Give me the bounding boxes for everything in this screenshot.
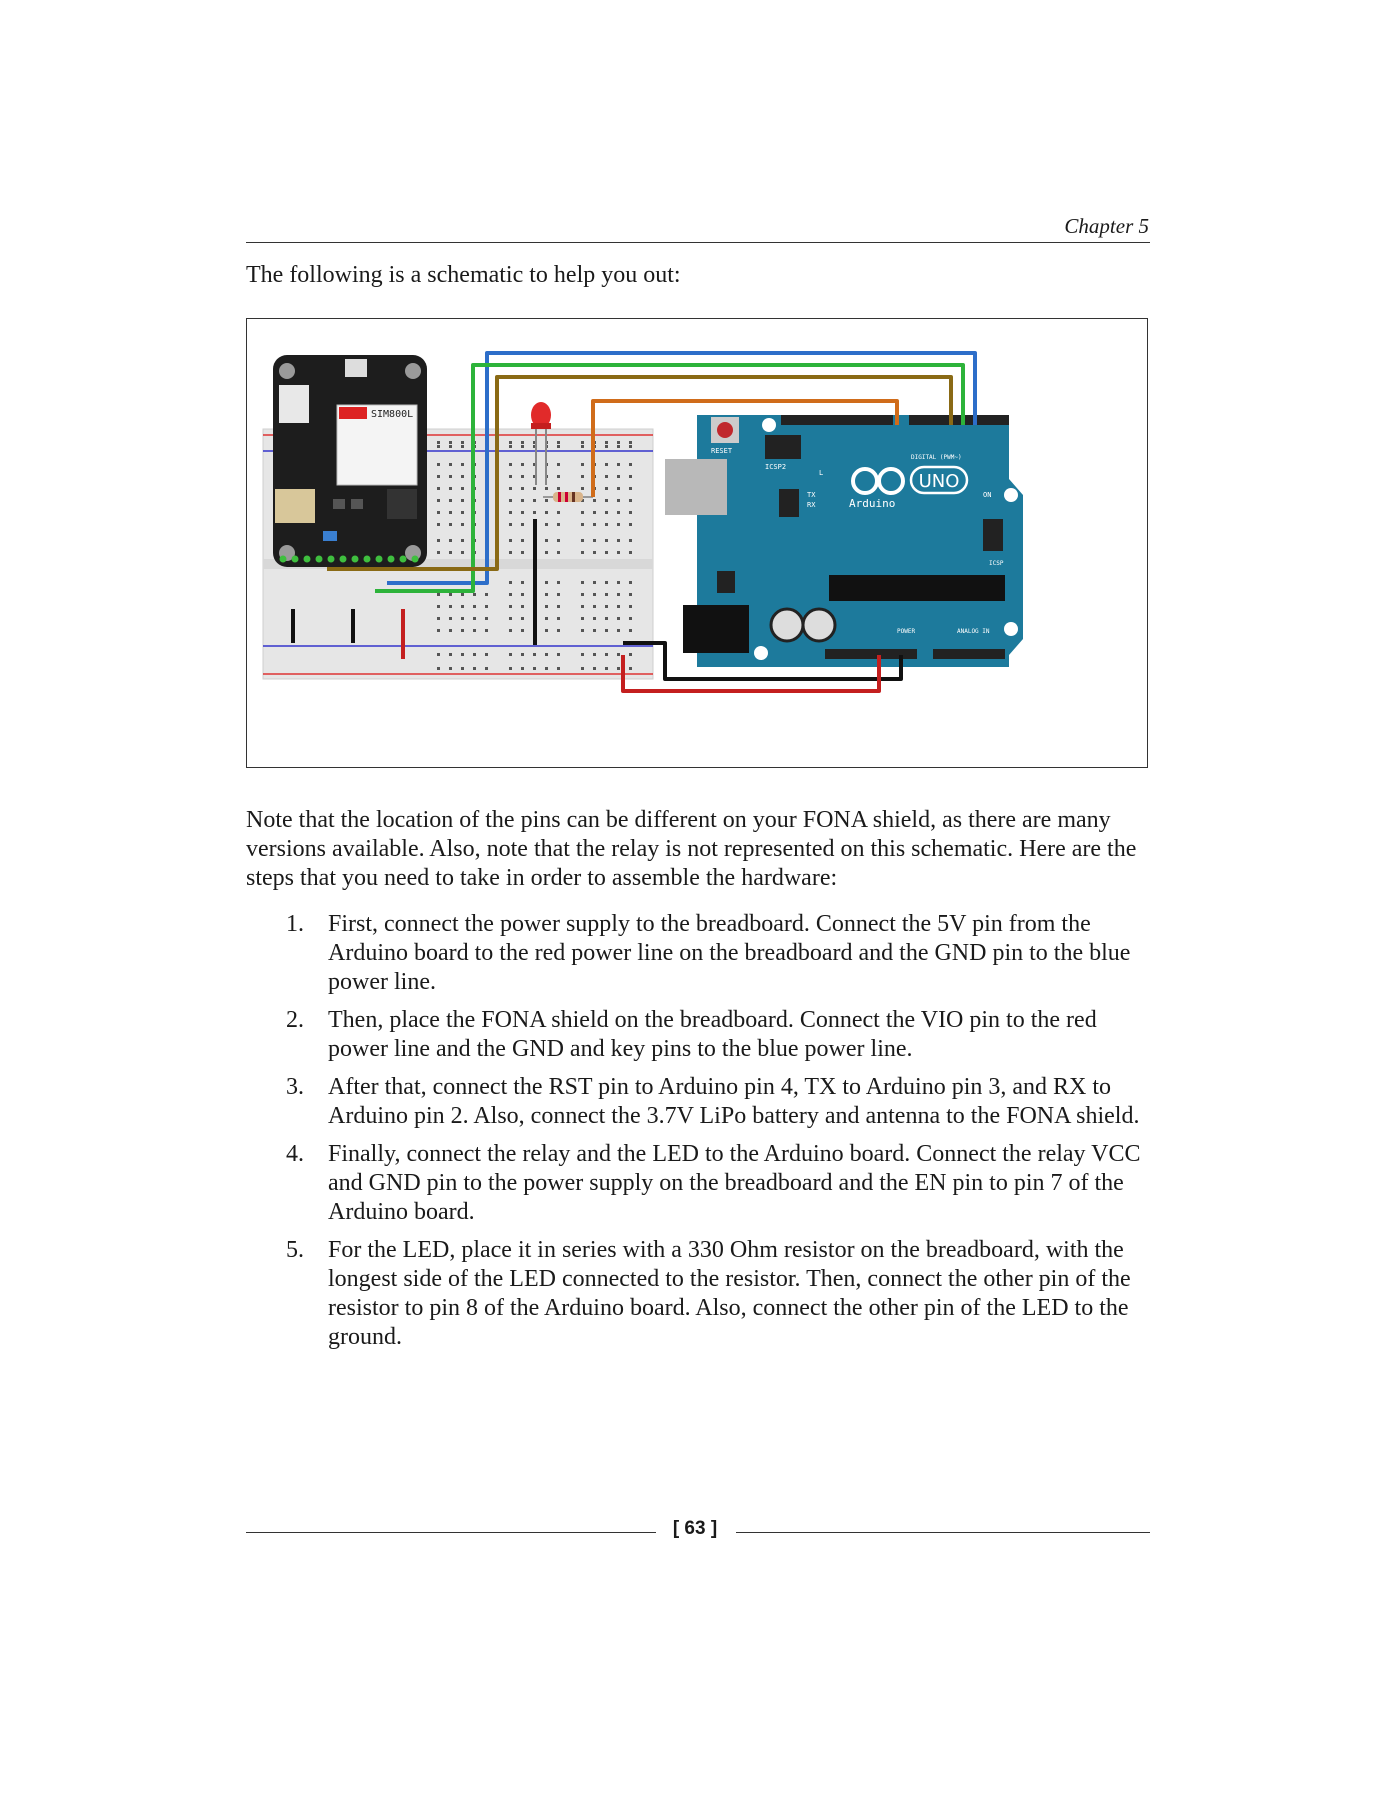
l-led-label: L [819,469,823,477]
step-text: Then, place the FONA shield on the bread… [328,1007,1097,1062]
uno-logo: UNO [919,471,960,492]
wire-green [375,363,965,593]
list-item: 4. Finally, connect the relay and the LED… [246,1140,1150,1227]
list-item: 2. Then, place the FONA shield on the bre… [246,1006,1150,1064]
power-label: POWER [897,628,915,635]
schematic-drawing: SIM800L [262,351,1023,693]
step-number: 5. [286,1237,304,1263]
resistor [543,492,593,502]
rx-label: RX [807,501,816,509]
page-number: [ 63 ] [672,1518,718,1539]
icsp2-label: ICSP2 [765,463,786,471]
module-label: SIM800L [371,409,413,420]
wiring-schematic: SIM800L [246,318,1148,768]
step-text: Finally, connect the relay and the LED t… [328,1141,1141,1225]
wire-orange [591,399,899,497]
step-text: For the LED, place it in series with a 3… [328,1237,1131,1350]
step-number: 4. [286,1141,304,1167]
arduino-name: Arduino [849,497,895,510]
step-text: First, connect the power supply to the b… [328,911,1131,995]
reset-label: RESET [711,447,733,455]
tx-label: TX [807,491,816,499]
list-item: 3. After that, connect the RST pin to Ard… [246,1073,1150,1131]
wire-brown [327,375,953,571]
wire-blue [387,351,977,585]
note-paragraph: Note that the location of the pins can b… [246,807,1137,891]
fona-pins [279,555,419,563]
wire-5v [621,655,881,693]
step-number: 1. [286,911,304,937]
on-label: ON [983,491,991,499]
chapter-header: Chapter 5 [1064,214,1149,238]
step-text: After that, connect the RST pin to Ardui… [328,1074,1140,1129]
arduino-board: RESET ICSP2 DIGITAL (PWM~) UNO Arduino L… [665,415,1023,667]
digital-label: DIGITAL (PWM~) [911,454,962,461]
wire-gnd [623,641,903,681]
footer-rule-left [246,1532,656,1533]
intro-text: The following is a schematic to help you… [246,262,681,288]
list-item: 1. First, connect the power supply to the… [246,910,1150,997]
step-number: 2. [286,1007,304,1033]
list-item: 5. For the LED, place it in series with a… [246,1236,1150,1352]
led [531,402,551,485]
wires [291,351,977,693]
analog-label: ANALOG IN [957,628,990,635]
fona-module: SIM800L [273,355,427,567]
footer-rule-right [736,1532,1150,1533]
step-number: 3. [286,1074,304,1100]
icsp-label: ICSP [989,560,1004,567]
header-rule [246,242,1150,243]
assembly-steps: 1. First, connect the power supply to the… [246,910,1150,1361]
